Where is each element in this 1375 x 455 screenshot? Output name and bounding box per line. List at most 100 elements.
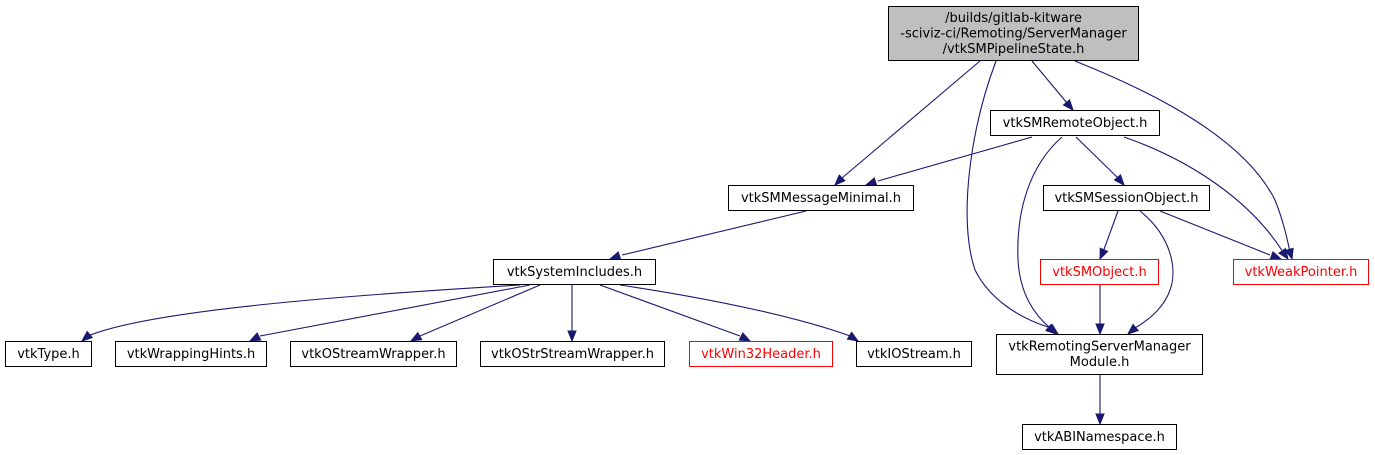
edge-arrowhead [834, 174, 846, 186]
node-type[interactable]: vtkType.h [5, 341, 92, 367]
edge-arrowhead [1046, 323, 1060, 335]
edge-line [419, 284, 541, 337]
edge-sm-object-to-remoting-module [1095, 285, 1105, 336]
edge-remote-object-to-remoting-module [1017, 136, 1063, 335]
edge-arrowhead [1278, 247, 1289, 261]
node-box [728, 185, 914, 211]
edge-message-minimal-to-system-includes [608, 210, 807, 261]
edge-remote-object-to-weak-pointer [1123, 136, 1289, 261]
edge-arrowhead [567, 330, 577, 343]
edge-system-includes-to-ostream-wrapper [409, 284, 541, 342]
node-box [1233, 259, 1369, 285]
edge-line [966, 60, 1049, 328]
edge-line [259, 284, 531, 337]
node-box [290, 341, 457, 367]
edge-line [1017, 136, 1063, 329]
node-label: vtkType.h [17, 347, 80, 362]
edges-layer [80, 60, 1294, 426]
node-box [5, 341, 92, 367]
edge-session-object-to-sm-object [1099, 210, 1119, 261]
node-wrapping-hints[interactable]: vtkWrappingHints.h [115, 341, 267, 367]
node-ostream-wrapper[interactable]: vtkOStreamWrapper.h [290, 341, 457, 367]
node-label: vtkWrappingHints.h [127, 347, 255, 362]
node-label: vtkABINamespace.h [1034, 430, 1165, 445]
node-box [888, 6, 1139, 61]
edge-root-to-message-minimal [834, 60, 981, 186]
edge-arrowhead [846, 331, 860, 342]
node-label: Module.h [1070, 355, 1130, 370]
edge-line [619, 284, 851, 337]
node-message-minimal[interactable]: vtkSMMessageMinimal.h [728, 185, 914, 211]
node-session-object[interactable]: vtkSMSessionObject.h [1043, 185, 1210, 211]
node-label: vtkSMObject.h [1052, 265, 1147, 280]
edge-arrowhead [1284, 247, 1294, 261]
edge-system-includes-to-type [80, 284, 521, 342]
edge-arrowhead [1099, 247, 1109, 261]
node-label: vtkOStrStreamWrapper.h [491, 347, 654, 362]
edge-session-object-to-remoting-module [1126, 210, 1174, 335]
node-label: vtkRemotingServerManager [1008, 340, 1191, 355]
node-label: vtkWeakPointer.h [1245, 265, 1358, 280]
edge-line [87, 284, 521, 337]
edge-arrowhead [248, 332, 262, 342]
edge-arrowhead [80, 330, 94, 342]
node-box [493, 259, 656, 285]
edge-arrowhead [864, 177, 878, 187]
node-box [990, 110, 1160, 136]
edge-line [1134, 210, 1174, 329]
node-box [689, 341, 833, 367]
edge-arrowhead [409, 331, 423, 342]
node-box [1040, 259, 1159, 285]
edge-arrowhead [1113, 173, 1125, 187]
node-box [856, 341, 972, 367]
node-ostrstream-wrapper[interactable]: vtkOStrStreamWrapper.h [480, 341, 665, 367]
edge-arrowhead [1126, 323, 1140, 335]
node-win32-header[interactable]: vtkWin32Header.h [689, 341, 833, 367]
edge-root-to-weak-pointer [1074, 60, 1294, 261]
edge-line [1159, 210, 1271, 256]
node-sm-object[interactable]: vtkSMObject.h [1040, 259, 1159, 285]
node-label: /vtkSMPipelineState.h [943, 42, 1085, 57]
node-remote-object[interactable]: vtkSMRemoteObject.h [990, 110, 1160, 136]
node-root[interactable]: /builds/gitlab-kitware-sciviz-ci/Remotin… [888, 6, 1139, 61]
edge-arrowhead [738, 332, 752, 342]
node-label: vtkSMSessionObject.h [1054, 191, 1198, 206]
edge-line [1074, 60, 1291, 253]
edge-root-to-remote-object [1031, 60, 1074, 112]
node-box [115, 341, 267, 367]
node-iostream[interactable]: vtkIOStream.h [856, 341, 972, 367]
edge-line [877, 136, 1033, 182]
node-label: vtkIOStream.h [867, 347, 961, 362]
node-abi-namespace[interactable]: vtkABINamespace.h [1022, 424, 1177, 450]
edge-root-to-remoting-module [966, 60, 1058, 335]
edge-remote-object-to-session-object [1075, 136, 1125, 187]
edge-line [1031, 60, 1068, 104]
edge-system-includes-to-wrapping-hints [248, 284, 531, 342]
edge-session-object-to-weak-pointer [1159, 210, 1283, 260]
edge-system-includes-to-ostrstream-wrapper [567, 285, 577, 343]
node-label: vtkSMMessageMinimal.h [741, 191, 901, 206]
edge-arrowhead [1062, 98, 1074, 112]
edge-remoting-module-to-abi-namespace [1095, 375, 1105, 426]
node-system-includes[interactable]: vtkSystemIncludes.h [493, 259, 656, 285]
edge-line [1102, 210, 1119, 253]
node-label: /builds/gitlab-kitware [945, 11, 1082, 26]
edge-arrowhead [1095, 323, 1105, 336]
edge-arrowhead [1095, 413, 1105, 426]
node-weak-pointer[interactable]: vtkWeakPointer.h [1233, 259, 1369, 285]
node-box [480, 341, 665, 367]
edge-line [599, 284, 741, 337]
node-label: -sciviz-ci/Remoting/ServerManager [900, 26, 1127, 41]
node-label: vtkSystemIncludes.h [507, 265, 642, 280]
node-box [996, 334, 1203, 375]
edge-line [1123, 136, 1284, 253]
edge-system-includes-to-iostream [619, 284, 860, 342]
edge-line [1075, 136, 1119, 179]
node-box [1022, 424, 1177, 450]
edge-line [621, 210, 807, 256]
node-label: vtkSMRemoteObject.h [1003, 116, 1148, 131]
nodes-layer: /builds/gitlab-kitware-sciviz-ci/Remotin… [5, 6, 1369, 450]
edge-arrowhead [608, 251, 622, 261]
